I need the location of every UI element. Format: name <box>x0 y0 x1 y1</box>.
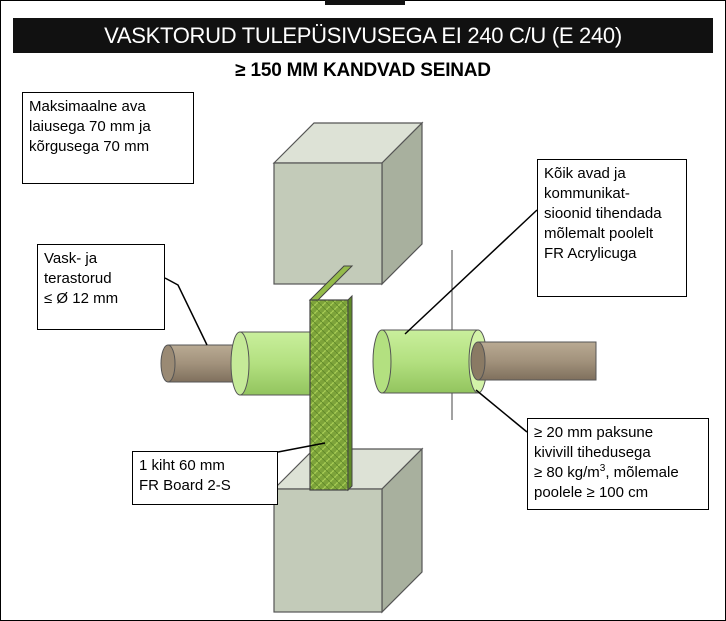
top-tab <box>325 0 405 5</box>
diagram-title: VASKTORUD TULEPÜSIVUSEGA EI 240 C/U (E 2… <box>13 18 713 53</box>
left-pipe <box>160 344 241 383</box>
insulation-leader <box>475 389 528 433</box>
callout-insulation: ≥ 20 mm paksune kivivill tihedusega ≥ 80… <box>527 418 709 510</box>
seal-leader <box>404 209 538 335</box>
upper-wall-block <box>272 121 424 286</box>
right-pipe <box>470 341 597 381</box>
callout-max-opening: Maksimaalne ava laiusega 70 mm ja kõrgus… <box>22 92 194 184</box>
right-insulation <box>372 329 488 394</box>
callout-pipes: Vask- ja terastorud ≤ Ø 12 mm <box>37 244 165 330</box>
callout-seal: Kõik avad ja kommunikat- sioonid tihenda… <box>537 159 687 297</box>
left-insulation <box>230 331 317 396</box>
diagram-subtitle: ≥ 150 MM KANDVAD SEINAD <box>235 60 491 81</box>
callout-board: 1 kiht 60 mm FR Board 2-S <box>132 451 278 505</box>
board-leader <box>277 442 326 453</box>
leader-lines <box>164 209 538 453</box>
fire-board <box>308 265 354 492</box>
pipes-leader <box>164 277 208 346</box>
